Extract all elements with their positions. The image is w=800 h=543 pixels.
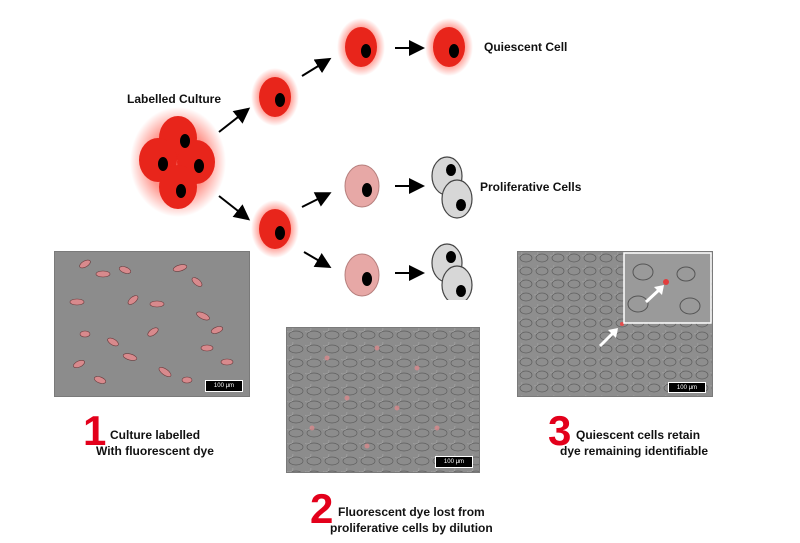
scale-bar: 100 μm	[668, 382, 706, 393]
quiescent-cell-label: Quiescent Cell	[484, 40, 568, 54]
proliferative-cells-label: Proliferative Cells	[480, 180, 582, 194]
micrograph-labelled-culture: 100 μm	[54, 251, 250, 397]
labelled-cell	[337, 18, 385, 76]
scale-bar: 100 μm	[435, 456, 473, 468]
micrograph-proliferative-dilution: 100 μm	[286, 327, 480, 473]
diluted-cell	[344, 253, 380, 297]
step-3-line-1: Quiescent cells retain	[576, 428, 701, 442]
arrow	[301, 192, 332, 208]
scale-bar: 100 μm	[205, 380, 243, 392]
arrow	[218, 195, 251, 221]
arrow	[301, 57, 332, 77]
step-2-line-2: proliferative cells by dilution	[330, 521, 493, 535]
step-3-line-2: dye remaining identifiable	[560, 444, 709, 458]
diluted-cell	[344, 164, 380, 208]
labelled-culture-label: Labelled Culture	[127, 92, 222, 106]
arrow	[303, 251, 332, 269]
micrograph-quiescent-retain: 100 μm	[517, 251, 713, 397]
cell-division-diagram	[130, 18, 473, 300]
step-2-number: 2	[310, 485, 334, 532]
step-2-line-1: Fluorescent dye lost from	[338, 505, 485, 519]
step-1-line-1: Culture labelled	[110, 428, 201, 442]
labelled-cell	[251, 68, 299, 126]
step-1-line-2: With fluorescent dye	[96, 444, 214, 458]
proliferative-cell-pair	[431, 243, 473, 300]
step-3-number: 3	[548, 407, 572, 454]
quiescent-cell	[425, 18, 473, 76]
arrow	[218, 107, 251, 133]
step-1-number: 1	[83, 407, 107, 454]
labelled-cell	[251, 200, 299, 258]
proliferative-cell-pair	[431, 156, 473, 219]
labelled-culture-cluster	[130, 107, 226, 217]
